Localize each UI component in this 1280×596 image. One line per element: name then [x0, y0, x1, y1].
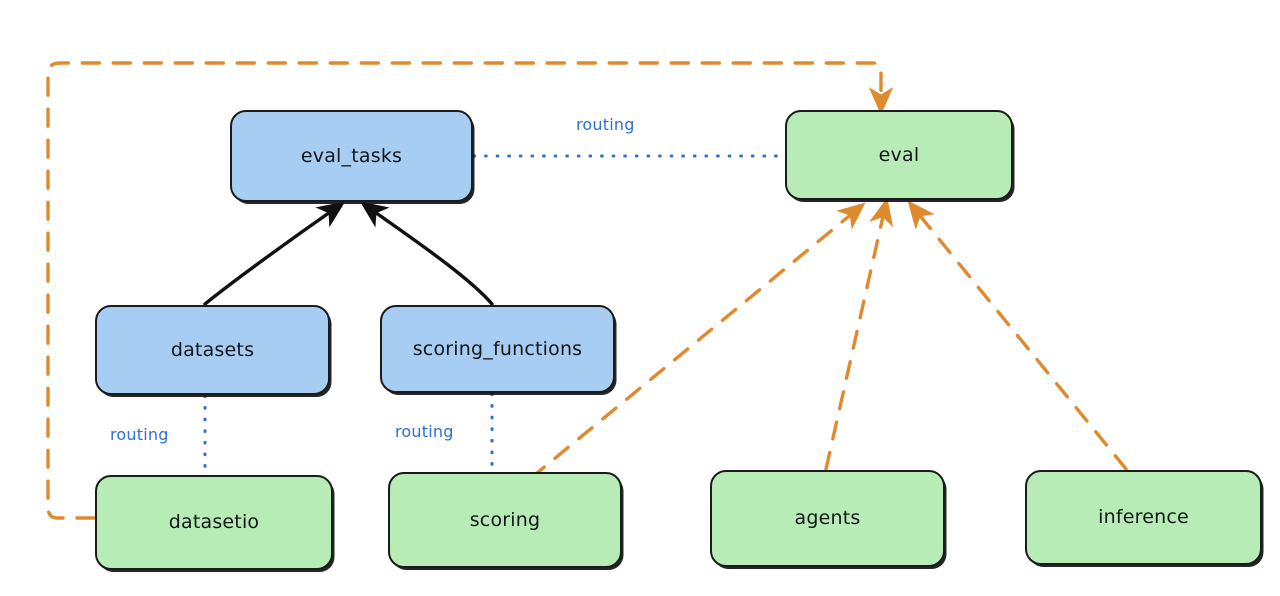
node-label: datasetio	[168, 511, 260, 534]
node-label: agents	[794, 507, 861, 530]
edge-scoring_functions-eval_tasks	[359, 201, 494, 306]
node-label: eval_tasks	[300, 144, 403, 167]
node-label: eval	[878, 143, 920, 166]
node-label: inference	[1098, 506, 1189, 529]
node-eval[interactable]: eval	[785, 110, 1013, 200]
edge-label-routing-scoring: routing	[395, 422, 454, 441]
edge-datasets-eval_tasks	[203, 201, 346, 306]
edge-agents-eval	[824, 197, 894, 471]
node-agents[interactable]: agents	[710, 470, 945, 567]
edge-label-routing-eval: routing	[576, 115, 635, 134]
node-inference[interactable]: inference	[1025, 470, 1262, 565]
edge-label-routing-datasets: routing	[110, 425, 169, 444]
node-label: scoring	[469, 508, 541, 531]
node-scoring[interactable]: scoring	[388, 472, 622, 568]
node-eval_tasks[interactable]: eval_tasks	[230, 110, 473, 202]
edge-inference-eval	[907, 200, 1128, 471]
edge-datasetio-eval	[46, 61, 894, 520]
edge-scoring-eval	[529, 202, 866, 480]
node-datasets[interactable]: datasets	[95, 305, 330, 395]
node-scoring_functions[interactable]: scoring_functions	[380, 305, 615, 393]
node-label: datasets	[170, 338, 255, 361]
node-datasetio[interactable]: datasetio	[95, 475, 333, 570]
node-label: scoring_functions	[412, 337, 583, 360]
